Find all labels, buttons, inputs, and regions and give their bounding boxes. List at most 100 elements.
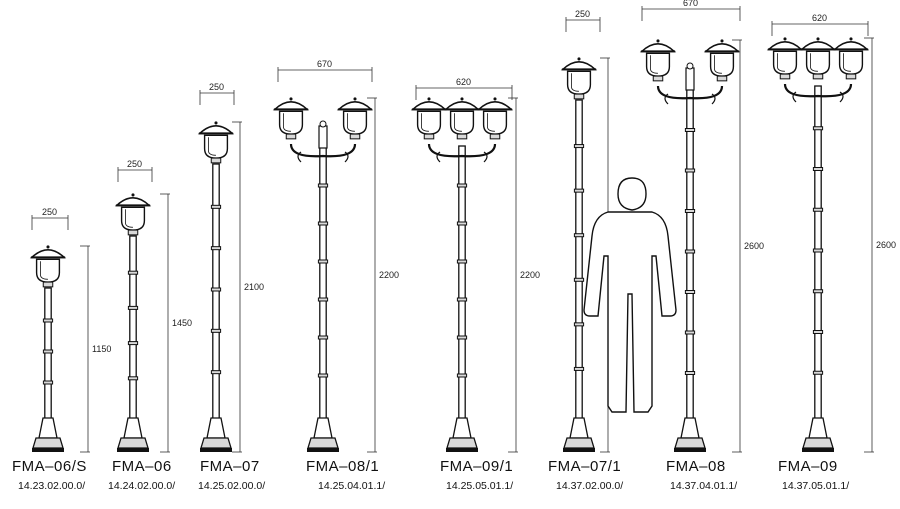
pole-foot bbox=[563, 448, 595, 452]
pole-foot bbox=[307, 448, 339, 452]
lantern-cap bbox=[476, 101, 514, 111]
width-dimension-text: 620 bbox=[456, 77, 471, 87]
pole-ring bbox=[317, 373, 329, 378]
height-dimension-5: 2200 bbox=[508, 97, 540, 453]
height-dimension-text: 2100 bbox=[244, 282, 264, 292]
pole-base-upper bbox=[38, 417, 58, 439]
width-dimension-text: 250 bbox=[209, 82, 224, 92]
height-dimension-text: 1150 bbox=[92, 344, 111, 354]
pole-ring bbox=[127, 341, 139, 346]
lantern-cap bbox=[443, 101, 481, 111]
model-label-fma-08-1: FMA–08/1 bbox=[306, 458, 380, 475]
lantern-cap bbox=[799, 41, 837, 51]
lantern-finial bbox=[816, 37, 820, 41]
pole-foot bbox=[802, 448, 834, 452]
pole-ring bbox=[210, 328, 222, 333]
pole-foot bbox=[117, 448, 149, 452]
pole-shaft bbox=[212, 163, 220, 421]
center-finial-top bbox=[686, 62, 694, 70]
pole-base-lower bbox=[200, 437, 232, 449]
pole-ring bbox=[42, 318, 54, 323]
width-dimension-8: 620 bbox=[771, 13, 869, 36]
height-dimension-text: 2600 bbox=[876, 240, 896, 250]
lantern-finial bbox=[783, 37, 787, 41]
pole-base-upper bbox=[123, 417, 143, 439]
height-dimension-8: 2600 bbox=[864, 37, 896, 453]
lantern-cap bbox=[703, 43, 741, 53]
pole-ring bbox=[456, 183, 468, 188]
pole-ring bbox=[210, 370, 222, 375]
pole-ring bbox=[573, 144, 585, 149]
pole-base-upper bbox=[569, 417, 589, 439]
pole-ring bbox=[684, 371, 696, 375]
model-label-fma-06s: FMA–06/S bbox=[12, 458, 87, 475]
lantern-collar bbox=[349, 133, 361, 140]
pole-ring bbox=[210, 204, 222, 209]
lantern-collar bbox=[845, 73, 857, 80]
model-label-fma-09: FMA–09 bbox=[778, 458, 838, 475]
lantern-collar bbox=[423, 133, 435, 140]
width-dimension-text: 250 bbox=[127, 159, 142, 169]
lantern-finial bbox=[214, 121, 218, 125]
model-label-fma-07: FMA–07 bbox=[200, 458, 260, 475]
pole-ring bbox=[456, 259, 468, 264]
height-dimension-3: 2100 bbox=[232, 121, 264, 453]
lantern-glass-line bbox=[347, 113, 356, 132]
width-dimension-text: 250 bbox=[575, 9, 590, 19]
lantern-glass-line bbox=[283, 113, 292, 132]
pole-ring bbox=[812, 167, 824, 171]
pole-ring bbox=[573, 188, 585, 193]
width-dimension-text: 670 bbox=[683, 0, 698, 8]
lantern-collar bbox=[42, 281, 54, 288]
pole-ring bbox=[127, 305, 139, 310]
arm-scroll bbox=[297, 151, 349, 163]
height-dimension-text: 2600 bbox=[744, 241, 764, 251]
lantern-glass-line bbox=[487, 113, 496, 132]
pole-shaft bbox=[686, 87, 694, 421]
pole-ring bbox=[684, 249, 696, 254]
lantern-cap bbox=[639, 43, 677, 53]
lantern-finial bbox=[289, 97, 293, 101]
width-dimension-5: 620 bbox=[415, 77, 513, 100]
pole-ring bbox=[456, 335, 468, 340]
pole-base-upper bbox=[680, 417, 700, 439]
lantern-finial bbox=[720, 39, 724, 43]
pole-ring bbox=[456, 373, 468, 378]
lantern-finial bbox=[577, 57, 581, 61]
lantern-cap bbox=[336, 101, 374, 111]
model-label-fma-07-1: FMA–07/1 bbox=[548, 458, 622, 475]
lantern-glass-line bbox=[714, 55, 723, 74]
code-label-fma-07: 14.25.02.00.0/ bbox=[198, 480, 266, 492]
code-label-fma-06s: 14.23.02.00.0/ bbox=[18, 480, 86, 492]
lantern-finial bbox=[353, 97, 357, 101]
lantern-collar bbox=[489, 133, 501, 140]
pole-ring bbox=[684, 168, 696, 173]
human-body-outline bbox=[583, 177, 677, 413]
lantern-cap bbox=[832, 41, 870, 51]
center-finial bbox=[318, 125, 328, 149]
pole-ring bbox=[127, 270, 139, 275]
pole-ring bbox=[42, 380, 54, 385]
lantern-glass-line bbox=[125, 209, 134, 228]
arm-scroll bbox=[664, 93, 716, 105]
pole-base-lower bbox=[32, 437, 64, 449]
pole-base-upper bbox=[808, 417, 828, 439]
pole-ring bbox=[456, 221, 468, 226]
pole-ring bbox=[317, 183, 329, 188]
arm-scroll bbox=[792, 91, 844, 103]
lamp-3 bbox=[197, 121, 235, 452]
pole-base-lower bbox=[117, 437, 149, 449]
lantern-collar bbox=[456, 133, 468, 140]
lantern-cap bbox=[29, 249, 67, 259]
height-dimension-2: 1450 bbox=[160, 193, 192, 453]
lantern-cap bbox=[766, 41, 804, 51]
pole-base-lower bbox=[563, 437, 595, 449]
lantern-finial bbox=[427, 97, 431, 101]
lamp-2 bbox=[114, 193, 152, 452]
lantern-glass-line bbox=[454, 113, 463, 132]
pole-ring bbox=[812, 289, 824, 294]
height-dimension-4: 2200 bbox=[367, 97, 399, 453]
pole-shaft bbox=[814, 85, 822, 421]
lantern-cap bbox=[197, 125, 235, 135]
pole-base-lower bbox=[446, 437, 478, 449]
